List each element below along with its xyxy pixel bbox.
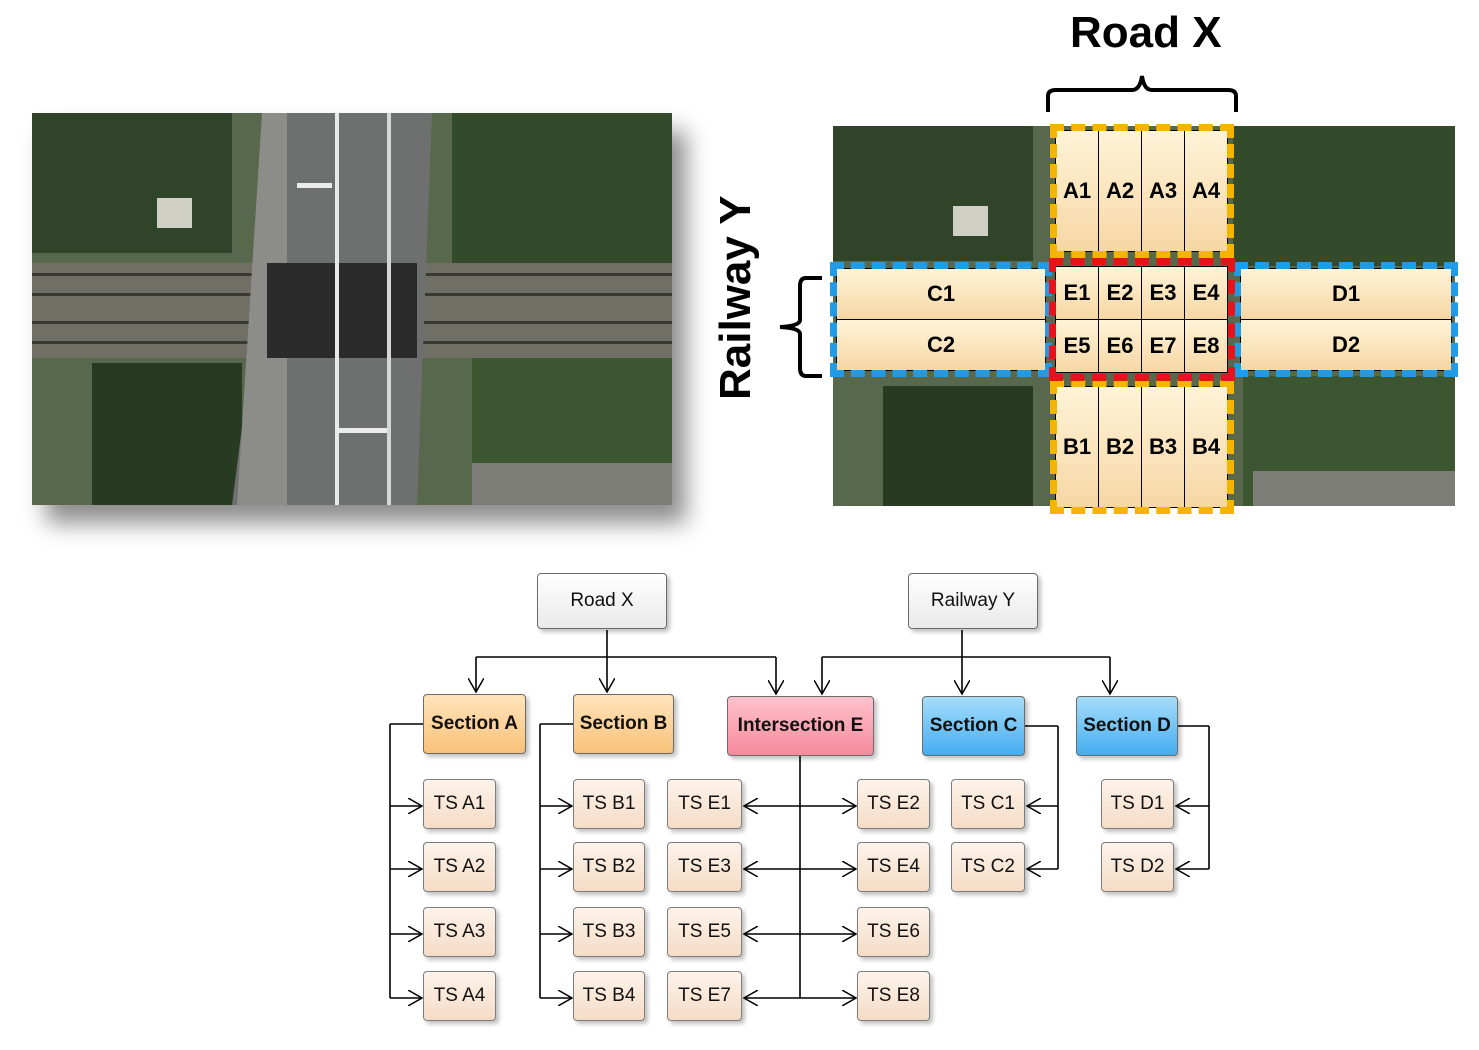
node-railway-y: Railway Y <box>908 573 1038 629</box>
node-road-x: Road X <box>537 573 667 629</box>
road-x-title: Road X <box>1070 8 1222 57</box>
node-ts-e2: TS E2 <box>857 779 930 829</box>
node-ts-a3: TS A3 <box>423 907 496 957</box>
node-ts-e3: TS E3 <box>667 842 742 892</box>
node-ts-e8: TS E8 <box>857 971 930 1021</box>
node-section-c: Section C <box>922 696 1025 756</box>
cell-e4: E4 <box>1184 266 1228 320</box>
cell-d2: D2 <box>1240 319 1452 371</box>
node-ts-e1: TS E1 <box>667 779 742 829</box>
node-ts-c2: TS C2 <box>951 842 1025 892</box>
cell-a4: A4 <box>1184 130 1228 252</box>
node-ts-a2: TS A2 <box>423 842 496 892</box>
node-ts-e7: TS E7 <box>667 971 742 1021</box>
node-intersection-e: Intersection E <box>727 696 874 756</box>
node-ts-a4: TS A4 <box>423 971 496 1021</box>
aerial-photo <box>32 113 672 505</box>
cell-e6: E6 <box>1098 319 1142 373</box>
node-ts-b1: TS B1 <box>573 779 645 829</box>
node-section-b: Section B <box>573 694 674 754</box>
node-ts-b3: TS B3 <box>573 907 645 957</box>
node-ts-e6: TS E6 <box>857 907 930 957</box>
node-ts-d1: TS D1 <box>1101 779 1174 829</box>
node-ts-d2: TS D2 <box>1101 842 1174 892</box>
node-ts-a1: TS A1 <box>423 779 496 829</box>
road-x-bracket <box>1046 75 1238 112</box>
cell-c2: C2 <box>836 319 1046 371</box>
cell-b1: B1 <box>1055 386 1099 508</box>
cell-e2: E2 <box>1098 266 1142 320</box>
node-ts-b4: TS B4 <box>573 971 645 1021</box>
railway-y-bracket <box>779 276 822 378</box>
cell-a3: A3 <box>1141 130 1185 252</box>
node-ts-e5: TS E5 <box>667 907 742 957</box>
cell-d1: D1 <box>1240 268 1452 320</box>
cell-a2: A2 <box>1098 130 1142 252</box>
node-ts-c1: TS C1 <box>951 779 1025 829</box>
node-section-a: Section A <box>423 694 526 754</box>
node-section-d: Section D <box>1076 696 1178 756</box>
node-ts-b2: TS B2 <box>573 842 645 892</box>
cell-e8: E8 <box>1184 319 1228 373</box>
cell-e7: E7 <box>1141 319 1185 373</box>
node-ts-e4: TS E4 <box>857 842 930 892</box>
